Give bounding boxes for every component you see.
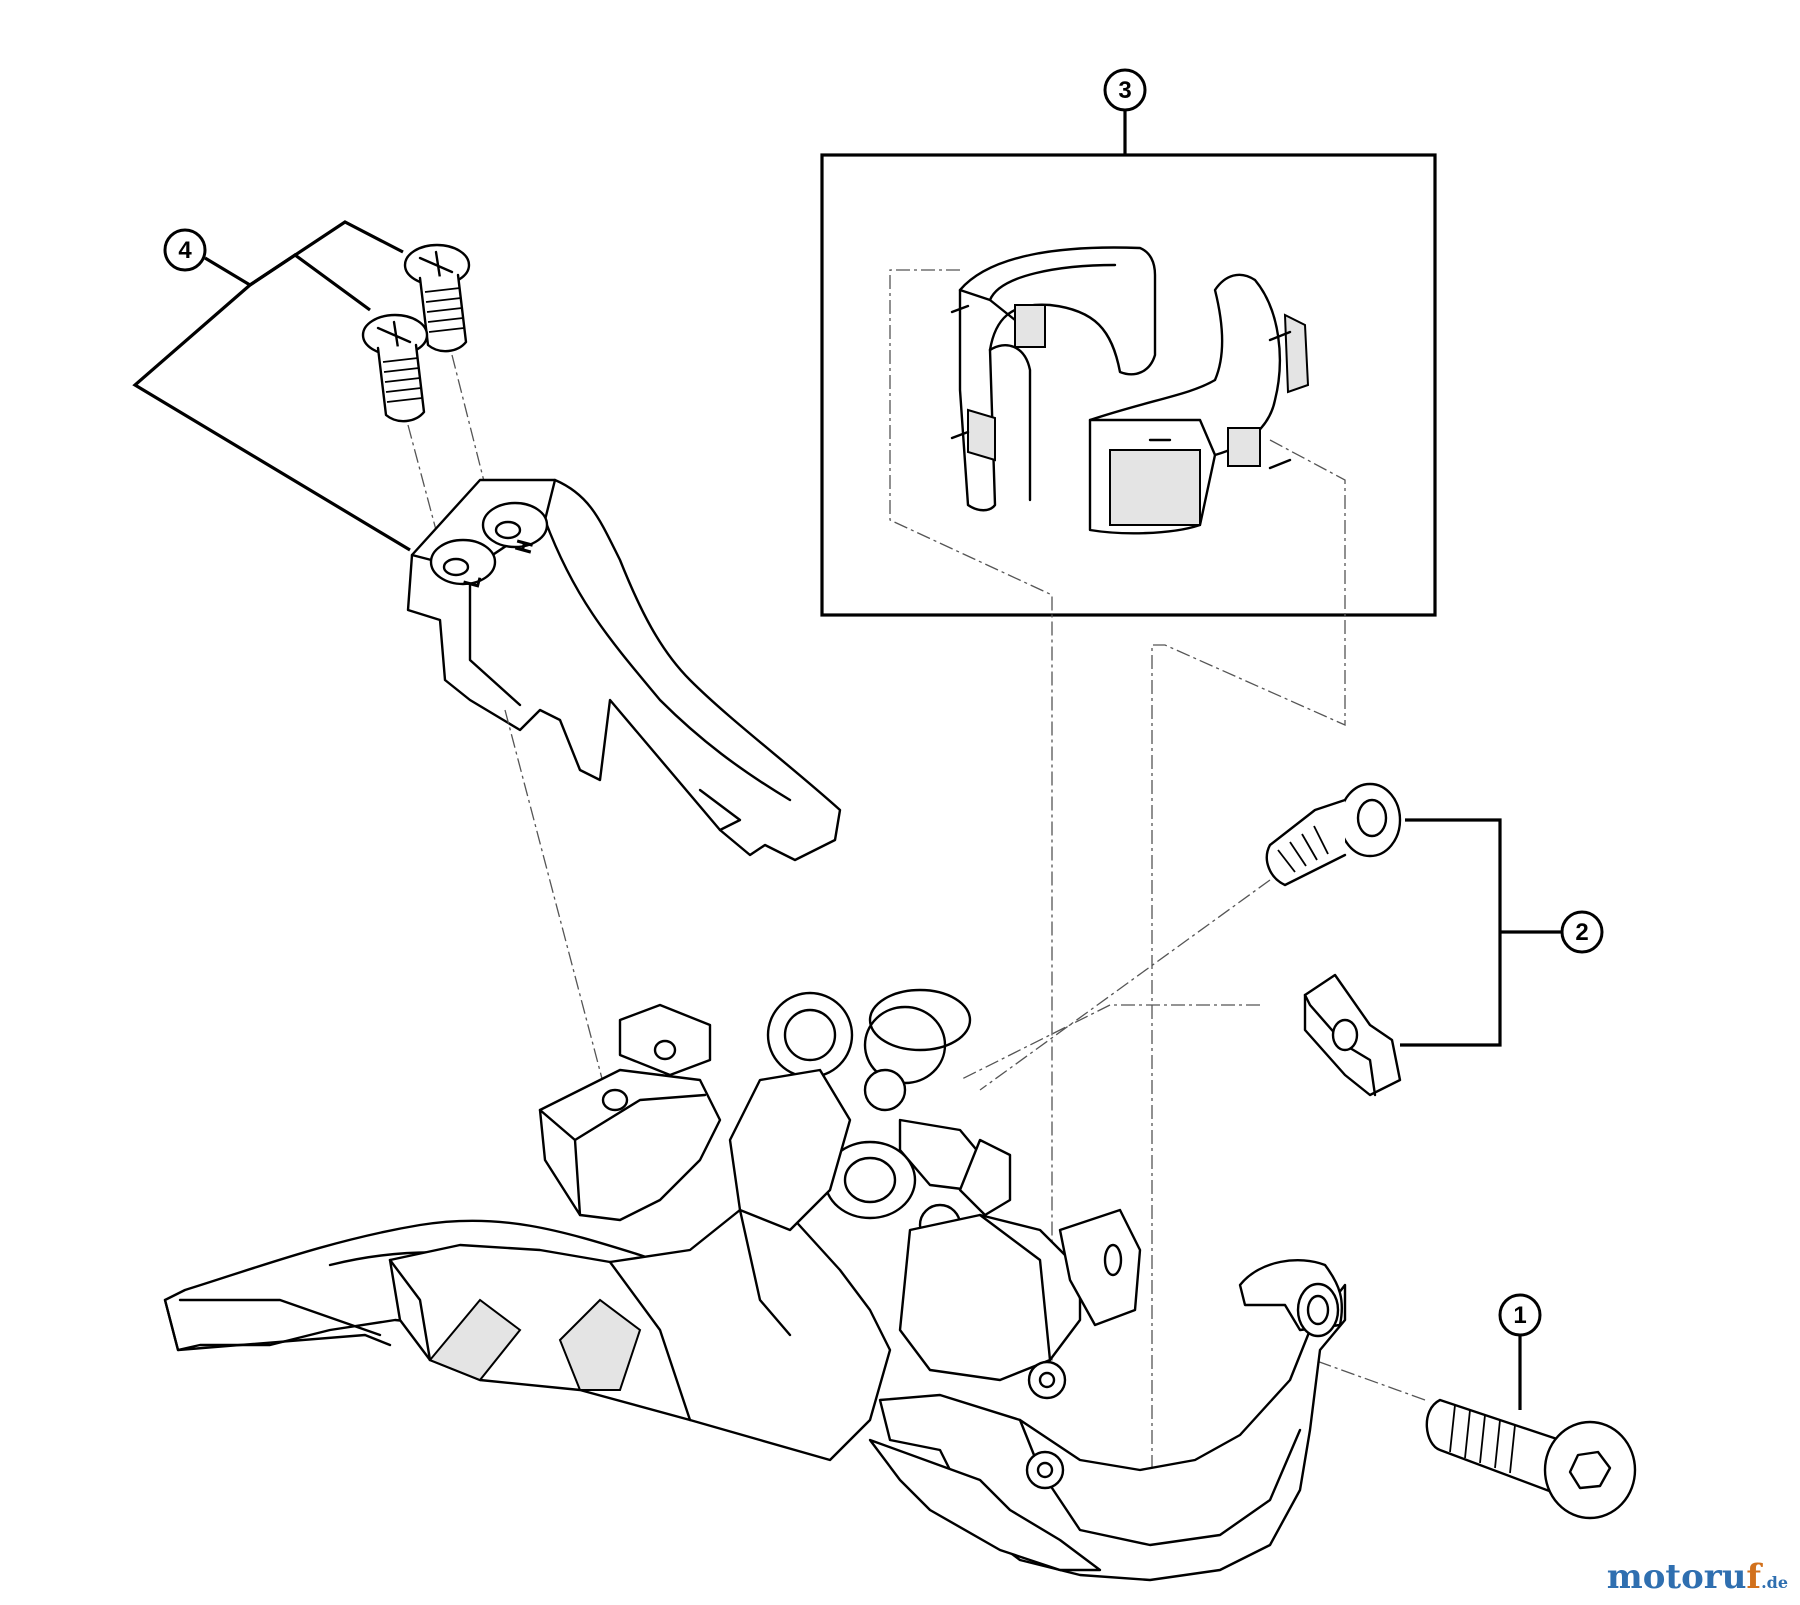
callout-4-leader-top [204, 220, 404, 287]
stop-screw-upper [403, 243, 471, 353]
callout-2-group: 2 [959, 782, 1604, 1097]
high-mark: H [512, 537, 540, 556]
callout-1[interactable]: 1 [1498, 1293, 1542, 1337]
callout-1-group: 1 [1299, 1293, 1637, 1520]
callout-2-leader [1400, 818, 1502, 1047]
clamp-band-right-half [1088, 273, 1310, 535]
callout-4-leader-mid [249, 253, 371, 312]
callout-2[interactable]: 2 [1560, 910, 1604, 954]
callout-3-group: 3 [820, 68, 1437, 1475]
callout-4-label: 4 [178, 237, 192, 264]
watermark-accent-text: f [1746, 1557, 1762, 1597]
watermark-main-text: motoru [1606, 1557, 1747, 1597]
stop-screw-lower [361, 313, 429, 423]
callout-3-label: 3 [1118, 77, 1131, 104]
callout-2-label: 2 [1575, 919, 1588, 946]
clamp-bolt [1425, 1398, 1637, 1520]
fixing-nut [1303, 973, 1402, 1097]
callout-3[interactable]: 3 [1103, 68, 1147, 112]
clamp-band-left-half [950, 246, 1157, 512]
callout-4-group: 4 [132, 220, 842, 1091]
callout-4[interactable]: 4 [163, 228, 207, 272]
low-mark: L [460, 572, 488, 591]
watermark-tld-text: .de [1761, 1573, 1788, 1592]
fixing-bolt [1265, 782, 1402, 887]
callout-4-leader-cover [132, 283, 411, 552]
callout-1-label: 1 [1513, 1302, 1526, 1329]
stop-screw-cover: H L [406, 478, 842, 862]
adapter-set-frame [820, 153, 1437, 617]
front-derailleur-body [163, 988, 1347, 1582]
watermark-logo: motoruf.de [1607, 1557, 1788, 1597]
